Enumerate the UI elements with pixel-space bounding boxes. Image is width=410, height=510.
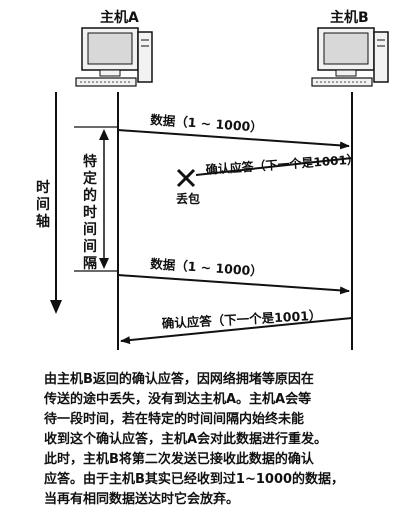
- caption-line: 收到这个确认应答，主机A会对此数据进行重发。: [44, 432, 328, 447]
- data-first-label: 数据（1 ~ 1000）: [149, 112, 263, 135]
- interval-bracket: [74, 126, 118, 272]
- interval-char: 定: [83, 170, 97, 187]
- cross-mark-icon: [176, 168, 196, 188]
- interval-label: 特 定 的 时 间 间 隔: [83, 153, 97, 272]
- ack-lost-label: 确认应答（下一个是1001）: [205, 151, 359, 177]
- caption-line: 由主机B返回的确认应答，因网络拥堵等原因在: [44, 372, 314, 387]
- data-first-arrow: [117, 129, 350, 150]
- packet-lost-label: 丢包: [176, 191, 200, 206]
- time-axis-label: 时 间 轴: [36, 179, 50, 230]
- ack-final-label: 确认应答（下一个是1001）: [161, 308, 321, 331]
- time-axis-char: 轴: [36, 213, 50, 230]
- ack-lost-arrow: [195, 157, 353, 176]
- ack-final-arrow: [120, 317, 353, 345]
- interval-char: 隔: [83, 256, 97, 272]
- caption-line: 传送的途中丢失，没有到达主机A。主机A会等: [44, 392, 312, 407]
- data-resend-label: 数据（1 ~ 1000）: [149, 256, 263, 279]
- time-axis-arrowhead: [50, 300, 62, 314]
- host-b-label: 主机B: [330, 9, 369, 26]
- host-a-computer-icon: [75, 27, 153, 87]
- interval-char: 间: [83, 221, 97, 238]
- time-axis-char: 时: [36, 179, 50, 196]
- caption-line: 待一段时间，若在特定的时间间隔内始终未能: [44, 412, 305, 427]
- caption-line: 此时，主机B将第二次发送已接收此数据的确认: [44, 452, 314, 467]
- interval-char: 特: [83, 153, 97, 170]
- caption-line: 当再有相同数据送达时它会放弃。: [44, 492, 240, 507]
- data-resend-arrow: [117, 274, 350, 295]
- host-a-label: 主机A: [100, 9, 139, 26]
- interval-char: 时: [83, 204, 97, 221]
- host-b-computer-icon: [311, 27, 389, 87]
- retransmission-diagram: 主机A 主机B 时: [36, 9, 389, 350]
- interval-char: 间: [83, 238, 97, 255]
- interval-char: 的: [83, 187, 97, 204]
- caption-paragraph: 由主机B返回的确认应答，因网络拥堵等原因在 传送的途中丢失，没有到达主机A。主机…: [44, 370, 384, 510]
- time-axis-char: 间: [36, 196, 50, 213]
- caption-line: 应答。由于主机B其实已经收到过1~1000的数据，: [44, 472, 345, 487]
